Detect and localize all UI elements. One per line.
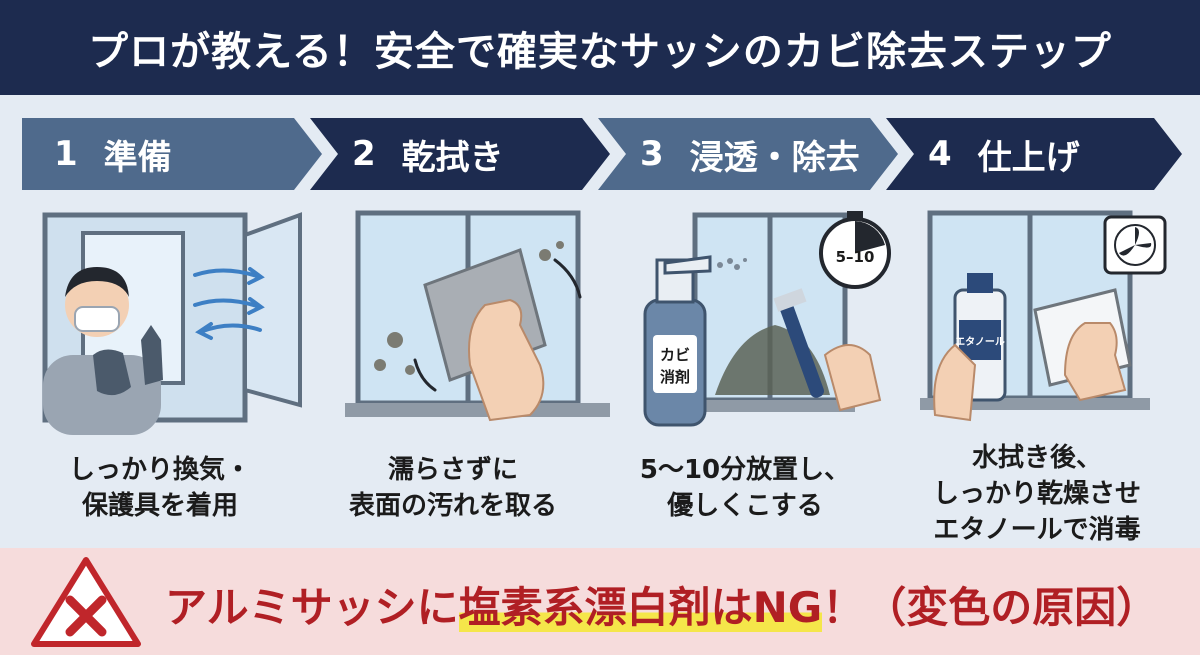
step-4-caption: 水拭き後、 しっかり乾燥させ エタノールで消毒 [892, 440, 1182, 548]
finish-illustration: エタノール [920, 210, 1167, 422]
spray-label: カビ [660, 346, 690, 364]
warning-banner: アルミサッシに塩素系漂白剤はNG！（変色の原因） [0, 548, 1200, 655]
step-1-caption: しっかり換気・ 保護具を着用 [15, 452, 305, 524]
hand-icon [823, 344, 882, 412]
step-2-caption: 濡らさずに 表面の汚れを取る [308, 452, 598, 524]
step-label: 準備 [103, 137, 172, 178]
hand-icon [933, 343, 977, 422]
step-4-header: 4 仕上げ [886, 118, 1182, 190]
bottle-label: エタノール [955, 336, 1005, 348]
timer-label: 5–10 [836, 248, 875, 266]
dry-wipe-illustration [345, 210, 610, 422]
caption-line: 表面の汚れを取る [348, 491, 557, 521]
person-icon [43, 267, 163, 435]
title-bar: プロが教える！安全で確実なサッシのカビ除去ステップ [0, 0, 1200, 95]
caption-line: しっかり換気・ [68, 455, 251, 485]
step-2-header: 2 乾拭き [310, 118, 610, 190]
caption-line: エタノールで消毒 [933, 515, 1141, 545]
glove-icon [93, 349, 131, 396]
step-3-header: 3 浸透・除去 [598, 118, 898, 190]
hand-icon [1063, 322, 1127, 402]
hand-icon [468, 298, 545, 422]
step-label: 仕上げ [977, 137, 1080, 178]
step-number: 3 [640, 134, 664, 174]
mask-icon [74, 306, 120, 332]
step-number: 1 [54, 134, 78, 174]
caption-line: 優しくこする [667, 491, 823, 521]
caption-line: しっかり乾燥させ [932, 479, 1141, 509]
spray-label: 消剤 [660, 368, 690, 386]
page-title: プロが教える！安全で確実なサッシのカビ除去ステップ [88, 28, 1112, 75]
caption-line: 5〜10分放置し、 [639, 455, 851, 485]
timer-icon: 5–10 [819, 211, 891, 289]
warning-highlight: 塩素系漂白剤はNG [458, 583, 823, 632]
warning-suffix: ！（変色の原因） [822, 583, 1159, 632]
warning-prefix: アルミサッシに [165, 583, 459, 632]
airflow-arrows-icon [193, 267, 265, 340]
warning-triangle-icon [31, 557, 141, 647]
caption-line: 保護具を着用 [81, 491, 238, 521]
step-3-caption: 5〜10分放置し、 優しくこする [600, 452, 890, 524]
caption-line: 濡らさずに [387, 455, 518, 485]
spray-bottle-icon: カビ 消剤 [643, 255, 712, 427]
warning-text: アルミサッシに塩素系漂白剤はNG！（変色の原因） [165, 574, 1158, 635]
caption-line: 水拭き後、 [971, 443, 1102, 473]
spray-mist [717, 258, 747, 270]
spray-brush-illustration: カビ 消剤 5–10 [643, 211, 891, 427]
step-number: 2 [352, 134, 376, 174]
open-window-pane [243, 212, 302, 408]
ventilation-illustration [42, 212, 302, 435]
glove-icon [141, 325, 163, 385]
step-banner: 1 準備 2 乾拭き 3 浸透・除去 4 仕上げ [22, 118, 1182, 190]
ventilation-fan-icon [1103, 215, 1167, 275]
step-number: 4 [928, 134, 952, 174]
motion-lines-icon [413, 258, 582, 392]
step-1-header: 1 準備 [22, 118, 322, 190]
dirt-spots [374, 241, 564, 375]
step-label: 浸透・除去 [689, 137, 860, 178]
step-label: 乾拭き [401, 137, 504, 178]
brush-icon [773, 288, 824, 398]
